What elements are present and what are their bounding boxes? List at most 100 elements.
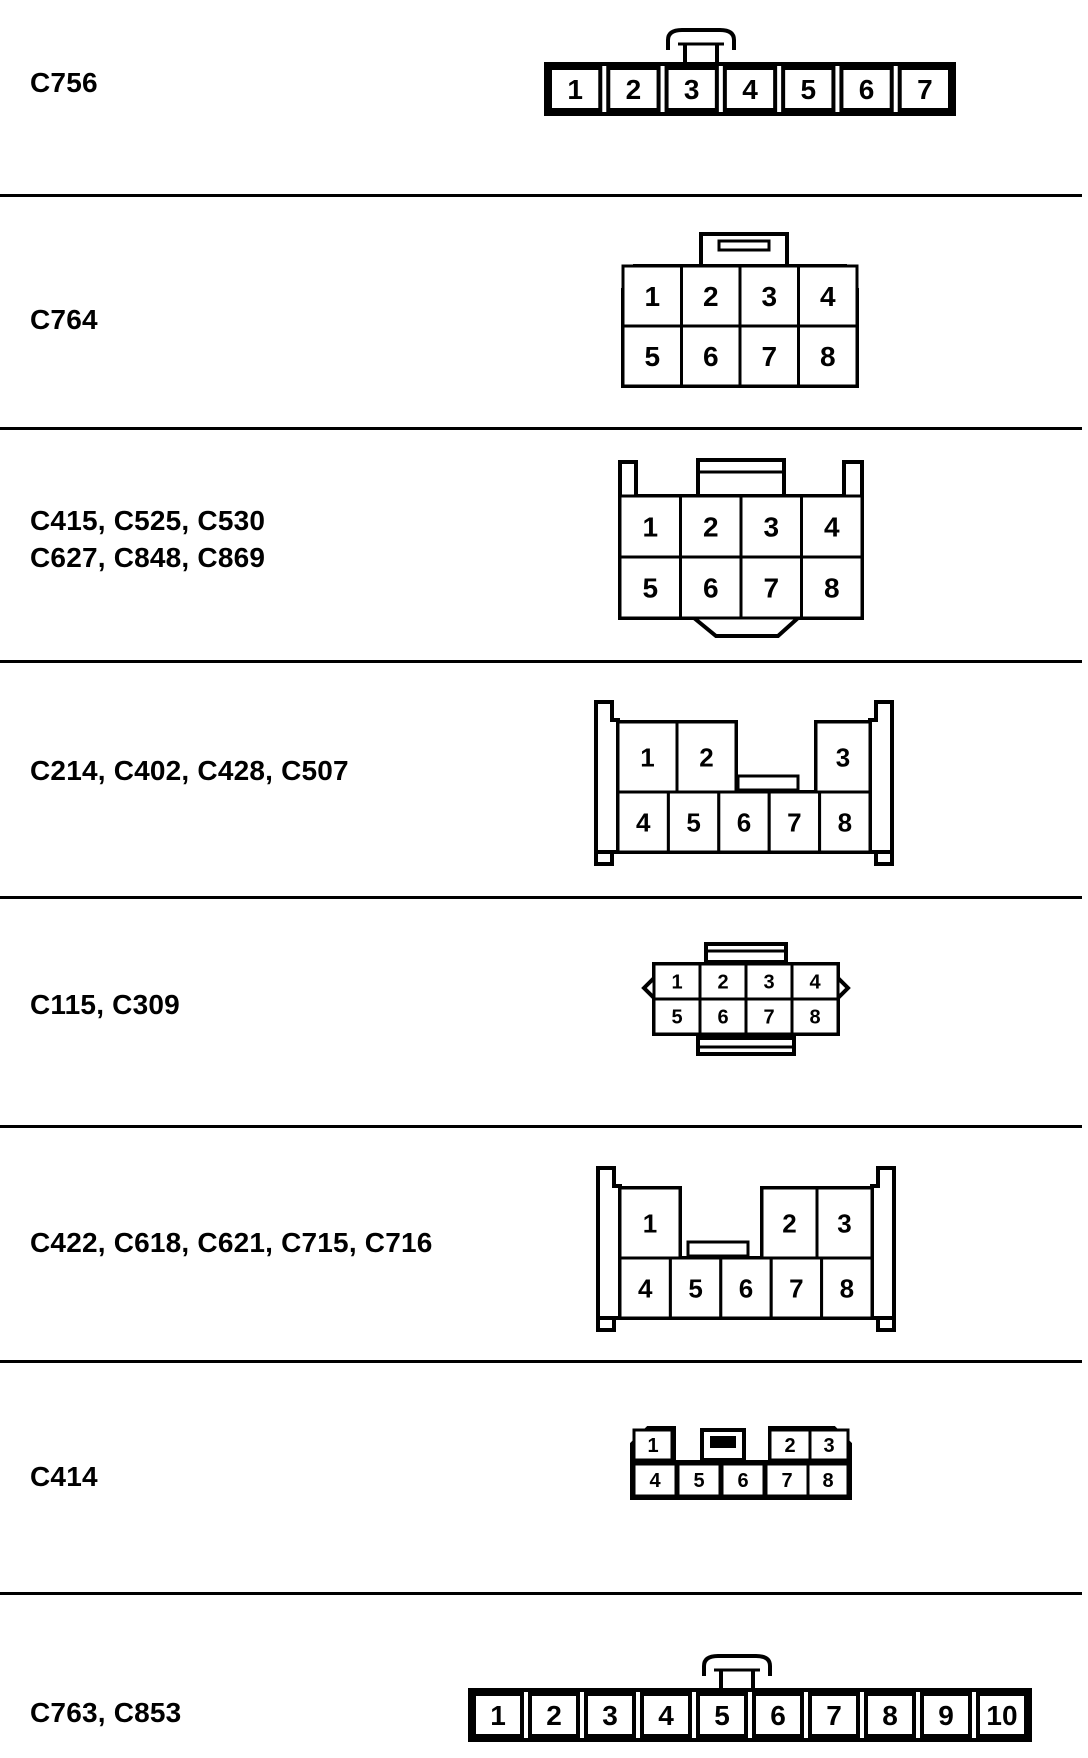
pin-number: 1: [490, 1700, 506, 1731]
pin-number: 7: [917, 74, 933, 105]
connector-label-c415-group: C415, C525, C530 C627, C848, C869: [30, 502, 265, 576]
pin-number: 4: [638, 1273, 653, 1303]
pin-cell: [668, 1256, 723, 1320]
pin-cell: [839, 66, 894, 112]
pin-cell: [621, 324, 683, 388]
pin-number: 8: [840, 1273, 854, 1303]
pin-number: 1: [644, 281, 660, 312]
pin-cell: [760, 1186, 819, 1260]
pin-number: 3: [823, 1435, 834, 1457]
pin-number: 5: [688, 1273, 702, 1303]
pin-cell: [719, 1256, 773, 1320]
connector-id-line: C763, C853: [30, 1697, 182, 1728]
pin-number: 5: [642, 573, 658, 604]
pin-cell: [616, 790, 670, 854]
pin-number: 7: [787, 807, 801, 837]
pin-cell: [806, 1462, 850, 1498]
pin-cell: [632, 1428, 674, 1462]
pin-cell: [675, 720, 738, 794]
pin-number: 7: [781, 1470, 792, 1492]
pin-cell: [814, 720, 872, 794]
latch-right: [870, 1166, 896, 1332]
connector-label-c763-group: C763, C853: [30, 1694, 181, 1731]
pin-number: 8: [822, 1470, 833, 1492]
pin-number: 2: [703, 281, 719, 312]
pin-cell: [676, 1462, 722, 1498]
pin-cell: [790, 962, 840, 1001]
pin-cell: [739, 494, 803, 559]
pin-cell: [548, 66, 603, 112]
pin-cell: [606, 66, 661, 112]
pin-number: 8: [820, 341, 836, 372]
pin-number: 3: [837, 1208, 851, 1238]
pin-number: 4: [824, 512, 840, 543]
pin-number: 6: [717, 1007, 728, 1029]
connector-label-c756: C756: [30, 64, 98, 101]
connector-id-line: C414: [30, 1461, 98, 1492]
pin-number: 7: [826, 1700, 842, 1731]
pin-number: 5: [714, 1700, 730, 1731]
locking-tab-slot: [710, 1436, 736, 1448]
pin-number: 1: [567, 74, 583, 105]
row-divider: [0, 1125, 1082, 1128]
pin-cell: [800, 555, 864, 620]
pin-cell: [744, 997, 794, 1036]
pin-cell: [808, 1428, 850, 1462]
pin-cell: [618, 1186, 682, 1260]
locking-tab: [702, 1654, 772, 1676]
pin-cell: [618, 494, 682, 559]
pin-number: 3: [761, 281, 777, 312]
pin-number: 1: [647, 1435, 658, 1457]
pin-number: 2: [546, 1700, 562, 1731]
pin-cell: [808, 1692, 860, 1738]
pin-cell: [618, 555, 682, 620]
pin-cell: [818, 790, 872, 854]
connector-id-line: C115, C309: [30, 989, 180, 1020]
row-divider: [0, 660, 1082, 663]
pin-cell: [528, 1692, 580, 1738]
pin-number: 8: [882, 1700, 898, 1731]
pin-number: 4: [636, 807, 651, 837]
pin-number: 5: [693, 1470, 704, 1492]
pin-number: 2: [626, 74, 642, 105]
row-divider: [0, 1592, 1082, 1595]
pin-cell: [696, 1692, 748, 1738]
connector-id-line: C756: [30, 67, 98, 98]
pin-cell: [739, 555, 803, 620]
pin-cell: [717, 790, 771, 854]
connector-label-c214-group: C214, C402, C428, C507: [30, 752, 349, 789]
pin-number: 5: [671, 1007, 682, 1029]
pin-number: 3: [602, 1700, 618, 1731]
latch-left: [594, 700, 620, 866]
locking-tab: [696, 458, 786, 498]
pin-cell: [768, 1428, 812, 1462]
locking-tab-slot: [717, 239, 771, 252]
pin-number: 3: [684, 74, 700, 105]
row-divider: [0, 896, 1082, 899]
pin-cell: [815, 1186, 874, 1260]
pin-number: 6: [859, 74, 875, 105]
pin-cell: [640, 1692, 692, 1738]
pin-cell: [752, 1692, 804, 1738]
pin-cell: [680, 324, 742, 388]
pin-number: 3: [836, 742, 850, 772]
pin-number: 8: [824, 573, 840, 604]
pin-number: 3: [763, 972, 774, 994]
pin-number: 6: [703, 341, 719, 372]
pin-cell: [584, 1692, 636, 1738]
pin-number: 1: [640, 742, 654, 772]
pin-number: 6: [739, 1273, 753, 1303]
pin-cell: [820, 1256, 874, 1320]
